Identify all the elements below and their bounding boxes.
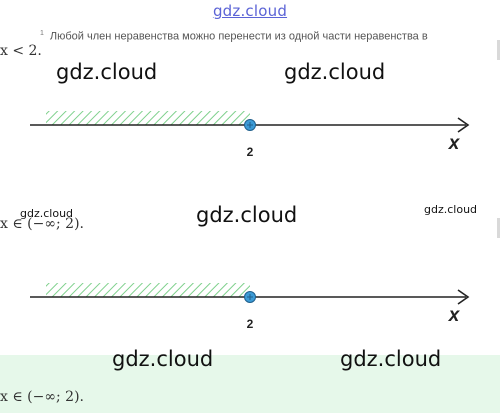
- scroll-edge-marker: [497, 40, 500, 60]
- answer-1: x ∈ (−∞; 2).: [0, 216, 84, 232]
- watermark: gdz.cloud: [284, 60, 386, 84]
- watermark: gdz.cloud: [112, 347, 214, 371]
- number-line-1: 2 x: [30, 111, 470, 159]
- site-header-link[interactable]: gdz.cloud: [212, 2, 288, 20]
- point-label: 2: [247, 317, 254, 331]
- scroll-edge-marker: [497, 218, 500, 238]
- watermark: gdz.cloud: [56, 60, 158, 84]
- axis-label: x: [448, 133, 461, 154]
- inequality: x < 2.: [0, 43, 42, 59]
- number-line-2: 2 x: [30, 283, 470, 331]
- task-number: 1: [40, 30, 44, 37]
- axis-label: x: [448, 305, 461, 326]
- watermark: gdz.cloud: [196, 203, 298, 227]
- answer-2: x ∈ (−∞; 2).: [0, 389, 84, 405]
- watermark: gdz.cloud: [424, 203, 478, 216]
- shaded-interval: [46, 283, 250, 297]
- watermark: gdz.cloud: [340, 347, 442, 371]
- watermark: gdz.cloud: [20, 207, 74, 220]
- point-label: 2: [247, 145, 254, 159]
- axis-arrow: [457, 289, 470, 305]
- answer-band: [0, 355, 500, 413]
- task-statement: 1 Любой член неравенства можно перенести …: [40, 30, 428, 43]
- axis-arrow: [457, 117, 470, 133]
- task-text: Любой член неравенства можно перенести и…: [49, 30, 428, 43]
- shaded-interval: [46, 111, 250, 125]
